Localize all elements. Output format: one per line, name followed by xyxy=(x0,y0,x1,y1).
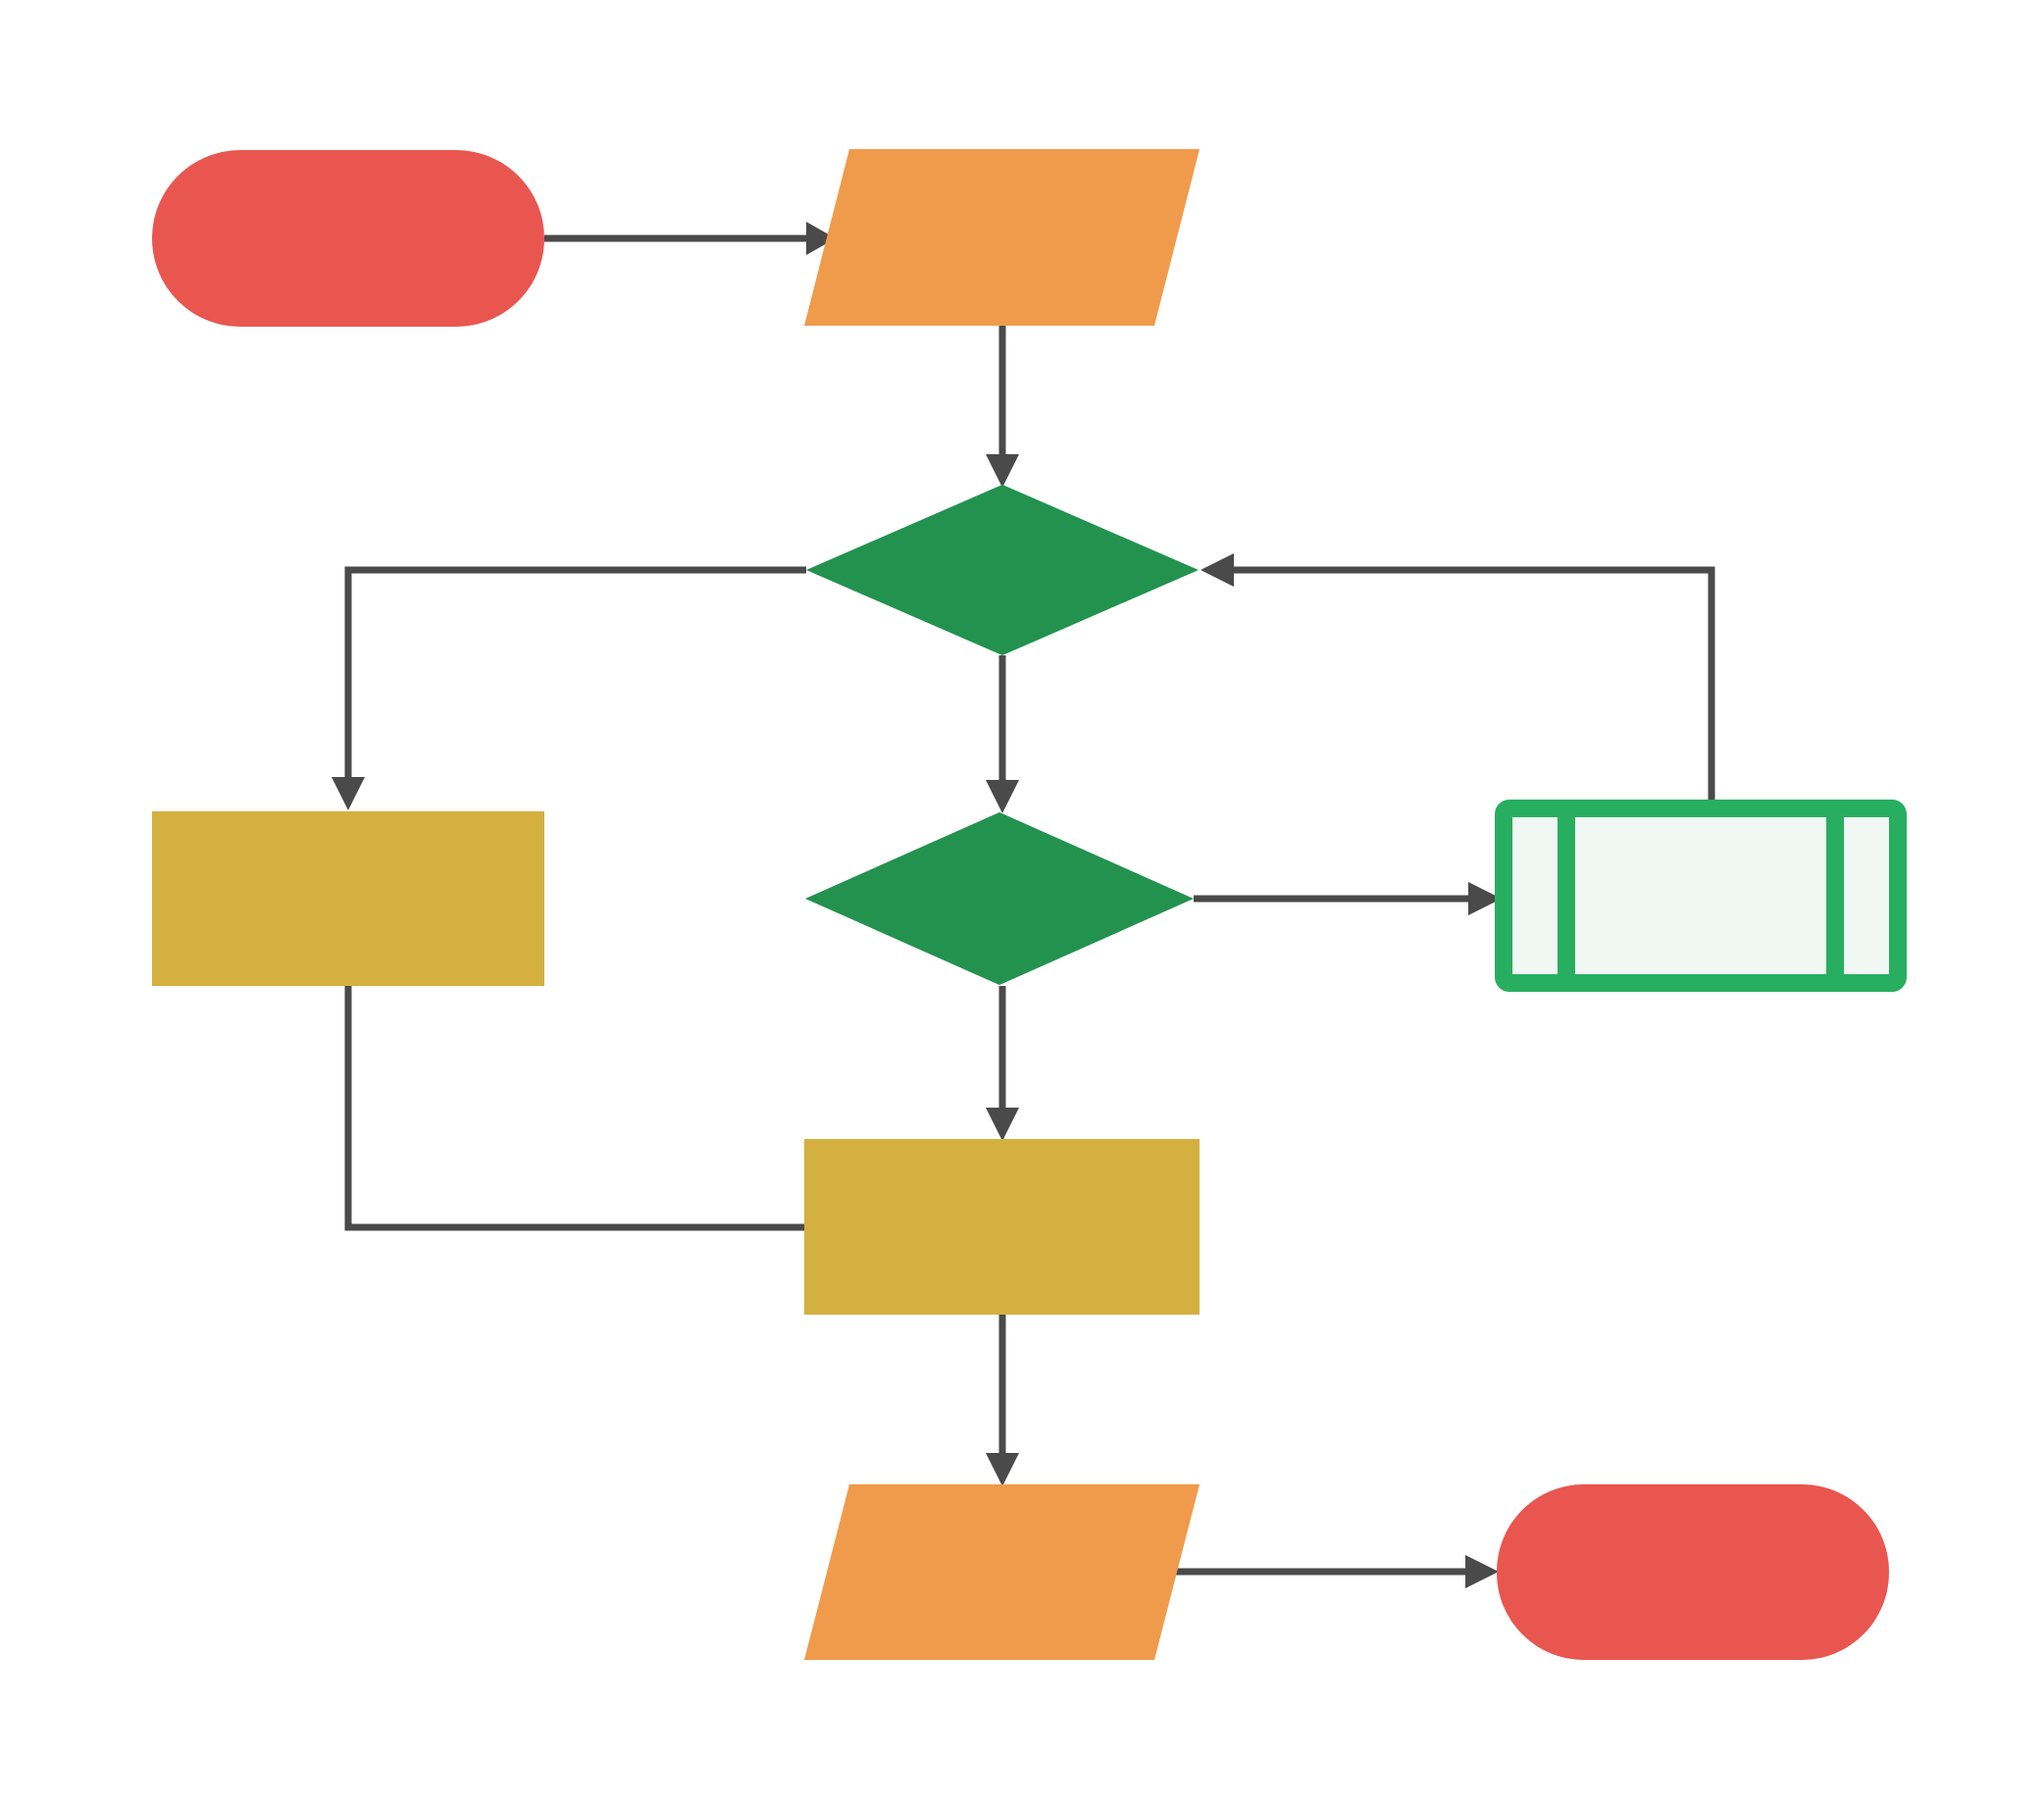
output-data-parallelogram-shape xyxy=(804,1484,1200,1660)
edge-decision1-to-decision2[interactable] xyxy=(986,655,1019,813)
edge-output-to-end-arrowhead xyxy=(1465,1555,1499,1588)
edge-output-to-end[interactable] xyxy=(1172,1555,1499,1588)
edge-process-center-to-output[interactable] xyxy=(986,1315,1019,1486)
predefined-process-box-outer xyxy=(1495,800,1907,992)
start-terminator[interactable] xyxy=(152,150,544,327)
edge-start-to-input[interactable] xyxy=(544,222,836,255)
edge-decision1-to-process-left-line xyxy=(344,566,806,800)
process-box-left-shape xyxy=(152,811,544,986)
edge-decision1-to-decision2-arrowhead xyxy=(986,780,1019,813)
input-data-parallelogram[interactable] xyxy=(804,149,1200,326)
decision-diamond-secondary-shape xyxy=(805,812,1194,985)
edge-decision2-to-process-center-arrowhead xyxy=(986,1108,1019,1141)
end-terminator[interactable] xyxy=(1497,1484,1889,1660)
edge-predefined-to-decision1-loopback[interactable] xyxy=(1201,553,1715,814)
edge-decision2-to-predefined[interactable] xyxy=(1194,882,1502,915)
process-box-center-shape xyxy=(804,1139,1200,1315)
decision-diamond-primary-shape xyxy=(806,485,1199,655)
decision-diamond-secondary[interactable] xyxy=(805,812,1194,985)
edge-input-to-decision1[interactable] xyxy=(986,326,1019,488)
process-box-left[interactable] xyxy=(152,811,544,986)
edge-layer xyxy=(332,222,1715,1588)
end-terminator-shape xyxy=(1497,1484,1889,1660)
edge-decision1-to-process-left-arrowhead xyxy=(332,777,365,810)
decision-diamond-primary[interactable] xyxy=(806,485,1199,655)
process-box-center[interactable] xyxy=(804,1139,1200,1315)
edge-process-center-to-output-arrowhead xyxy=(986,1453,1019,1486)
output-data-parallelogram[interactable] xyxy=(804,1484,1200,1660)
input-data-parallelogram-shape xyxy=(804,149,1200,326)
edge-decision2-to-process-center[interactable] xyxy=(986,986,1019,1141)
edge-predefined-to-decision1-loopback-line xyxy=(1213,566,1715,814)
predefined-process-box[interactable] xyxy=(1495,800,1907,992)
edge-start-to-input-arrowhead xyxy=(806,222,836,255)
edge-predefined-to-decision1-loopback-arrowhead xyxy=(1201,553,1234,587)
start-terminator-shape xyxy=(152,150,544,327)
edge-decision2-to-predefined-arrowhead xyxy=(1468,882,1502,915)
edge-input-to-decision1-arrowhead xyxy=(986,454,1019,488)
node-layer xyxy=(152,149,1907,1660)
edge-decision1-to-process-left[interactable] xyxy=(332,566,806,810)
